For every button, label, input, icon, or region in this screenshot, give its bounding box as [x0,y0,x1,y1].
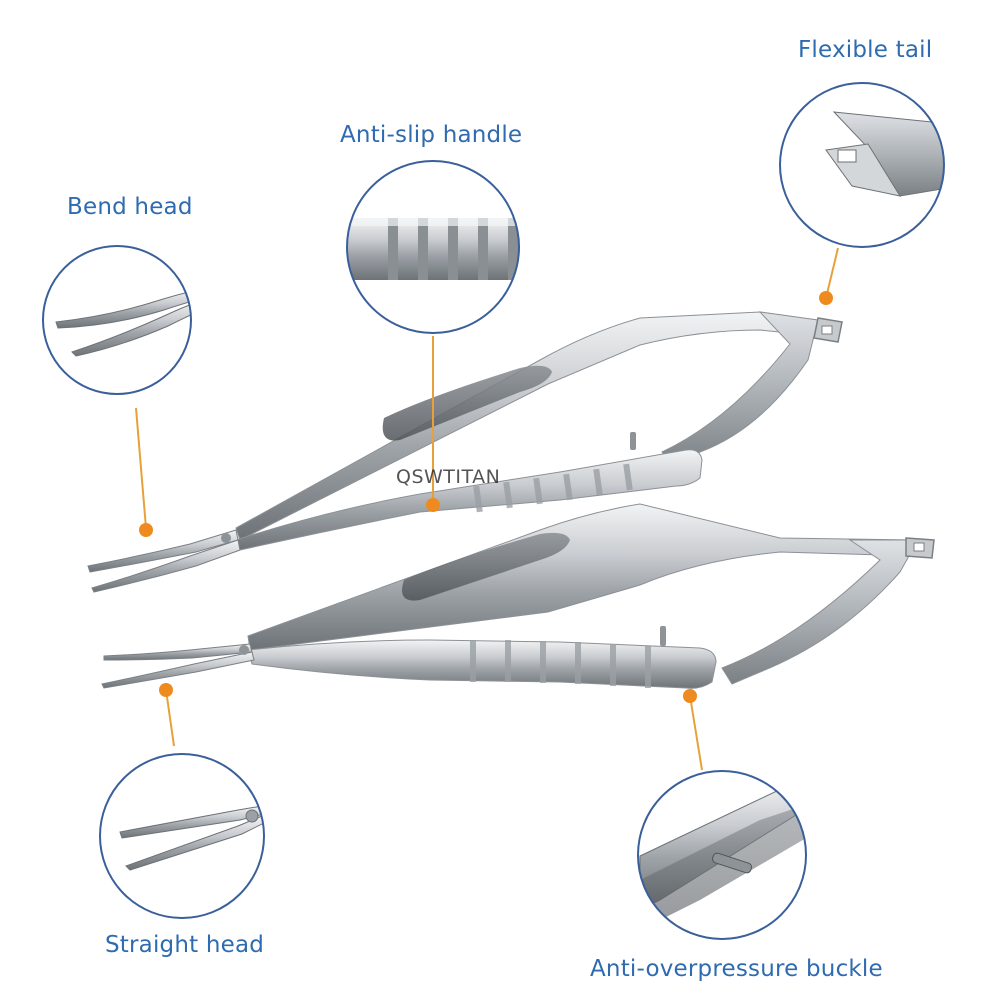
brand-watermark: QSWTITAN [396,466,501,488]
straight-head-zoom-circle [99,753,265,919]
lower-scissors [101,503,935,689]
straight-head-orange-dot-icon [159,683,173,697]
upper-scissors [87,311,843,593]
bend-head-label: Bend head [67,194,193,220]
straight-head-label: Straight head [105,932,265,958]
flexible-tail-label: Flexible tail [798,37,933,63]
callout-lines [135,247,839,771]
flexible-tail-callout-line [825,247,839,299]
bend-head-orange-dot-icon [139,523,153,537]
bend-head-zoom-circle [42,245,192,395]
bend-head-callout-line [135,407,147,529]
callout-dots [139,291,833,703]
anti-slip-orange-dot-icon [426,498,440,512]
flexible-tail-zoom-circle [779,82,945,248]
buckle-callout-line [689,695,703,771]
buckle-zoom-circle [637,770,807,940]
buckle-orange-dot-icon [683,689,697,703]
anti-slip-handle-label: Anti-slip handle [340,122,523,148]
anti-slip-zoom-circle [346,160,520,334]
anti-overpressure-buckle-label: Anti-overpressure buckle [590,956,883,982]
flexible-tail-orange-dot-icon [819,291,833,305]
straight-head-callout-line [165,689,175,747]
